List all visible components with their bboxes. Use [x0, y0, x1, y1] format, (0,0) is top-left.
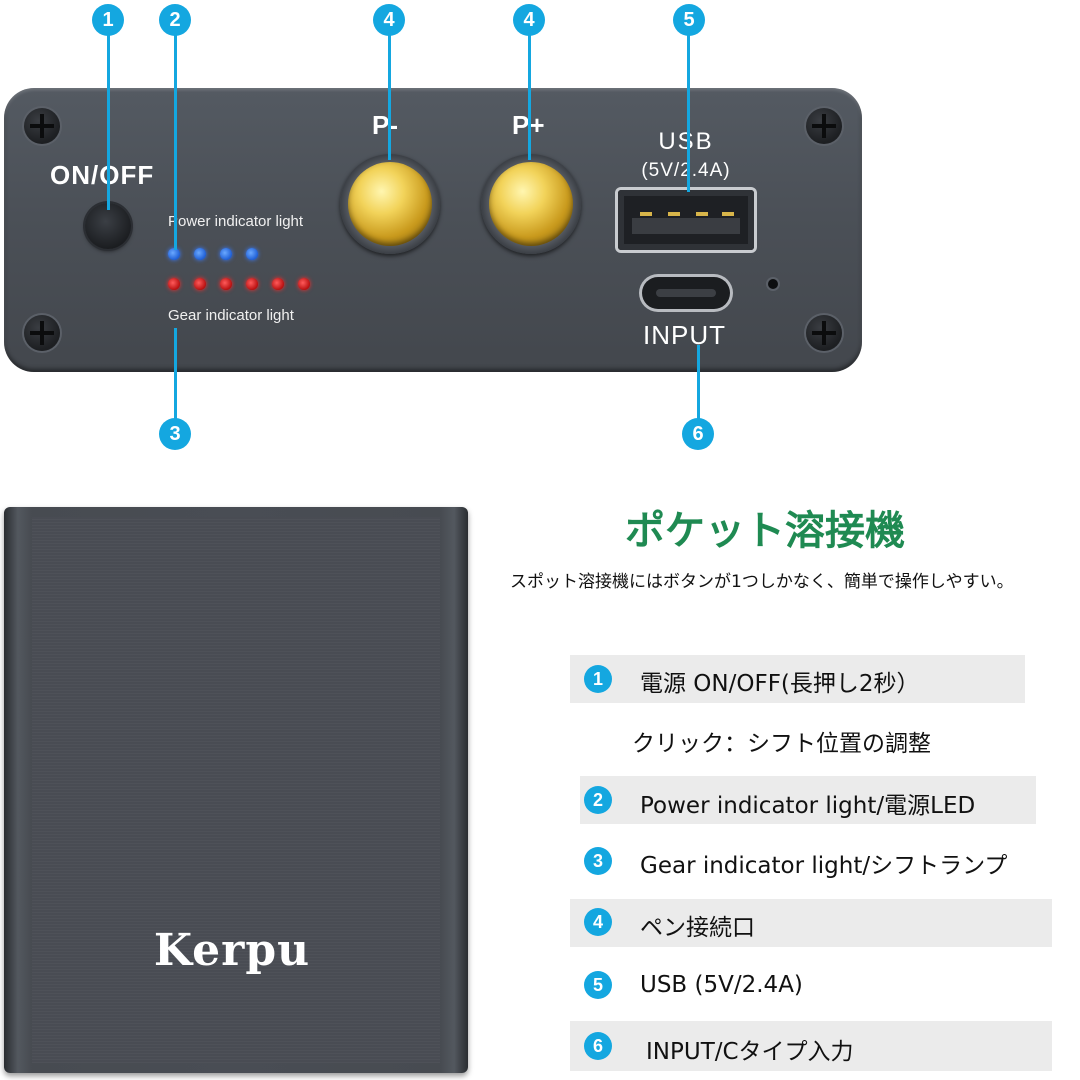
screw-icon [806, 108, 842, 144]
callout-line-5 [687, 30, 690, 192]
list-item-4-number: 4 [584, 908, 612, 936]
list-item-2-bg [580, 776, 1036, 824]
callout-badge-5: 5 [673, 4, 705, 36]
callout-badge-3: 3 [159, 418, 191, 450]
gear-indicator-label: Gear indicator light [168, 307, 294, 324]
gear-led-6 [298, 278, 310, 290]
brand-logo: Kerpu [153, 925, 311, 976]
list-item-4-text: ペン接続口 [640, 915, 755, 941]
list-item-3-number: 3 [584, 847, 612, 875]
p-minus-socket[interactable] [340, 154, 440, 254]
list-item-6-number: 6 [584, 1032, 612, 1060]
callout-badge-6: 6 [682, 418, 714, 450]
list-item-5-number: 5 [584, 971, 612, 999]
gear-led-2 [194, 278, 206, 290]
gear-led-5 [272, 278, 284, 290]
power-led-2 [194, 248, 206, 260]
list-item-1-number: 1 [584, 665, 612, 693]
callout-line-1 [107, 30, 110, 210]
list-item-1-bg [570, 655, 1025, 703]
gear-led-1 [168, 278, 180, 290]
gear-led-3 [220, 278, 232, 290]
power-button[interactable] [85, 203, 131, 249]
callout-badge-2: 2 [159, 4, 191, 36]
screw-icon [806, 315, 842, 351]
p-plus-socket[interactable] [481, 154, 581, 254]
callout-badge-4a: 4 [373, 4, 405, 36]
callout-badge-1: 1 [92, 4, 124, 36]
list-item-2-number: 2 [584, 786, 612, 814]
callout-line-2 [174, 30, 177, 250]
reset-pinhole [768, 279, 778, 289]
callout-line-4b [528, 30, 531, 160]
list-item-3-text: Gear indicator light/シフトランプ [640, 853, 1008, 879]
info-title: ポケット溶接機 [625, 508, 905, 554]
list-item-2-text: Power indicator light/電源LED [640, 793, 976, 819]
list-item-6-bg [570, 1021, 1052, 1071]
p-minus-label: P- [372, 110, 398, 140]
screw-icon [24, 315, 60, 351]
gear-led-4 [246, 278, 258, 290]
callout-badge-4b: 4 [513, 4, 545, 36]
usb-c-input-port[interactable] [642, 277, 730, 309]
callout-line-4a [388, 30, 391, 160]
power-led-4 [246, 248, 258, 260]
power-led-3 [220, 248, 232, 260]
list-item-1-sub-text: クリック：シフト位置の調整 [632, 731, 931, 757]
info-subtitle: スポット溶接機にはボタンが1つしかなく、簡単で操作しやすい。 [510, 572, 1014, 592]
list-item-6-text: INPUT/Cタイプ入力 [646, 1039, 854, 1065]
power-indicator-label: Power indicator light [168, 213, 304, 230]
usb-a-port[interactable] [618, 190, 754, 250]
usb-label: USB [658, 128, 714, 155]
list-item-1-text: 電源 ON/OFF(長押し2秒） [640, 671, 920, 697]
screw-icon [24, 108, 60, 144]
device-front-view [4, 507, 468, 1073]
on-off-label: ON/OFF [50, 160, 155, 190]
input-label: INPUT [643, 320, 726, 350]
list-item-4-bg [570, 899, 1052, 947]
callout-line-3 [174, 328, 177, 428]
list-item-5-text: USB (5V/2.4A) [640, 972, 803, 998]
callout-line-6 [697, 345, 700, 428]
usb-spec-label: (5V/2.4A) [641, 160, 731, 181]
power-led-1 [168, 248, 180, 260]
